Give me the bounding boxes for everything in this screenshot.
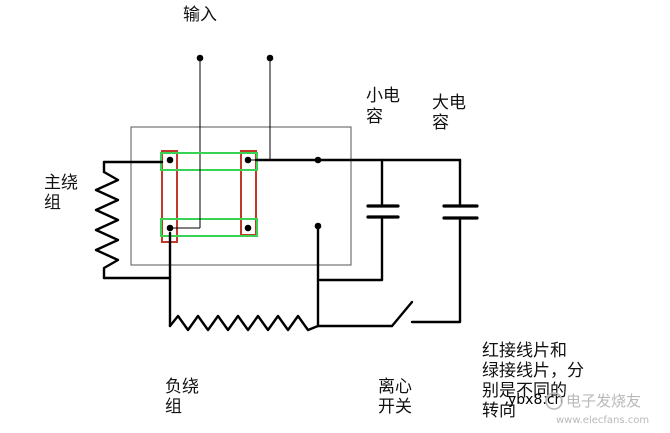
input-leads: [196, 54, 274, 160]
input-label: 输入: [183, 5, 217, 25]
main-winding-label-line1: 主绕: [44, 173, 78, 193]
brand-watermark: 电子发烧友 www.elecfans.com: [545, 392, 649, 426]
brand-url: www.elecfans.com: [556, 415, 649, 426]
site-watermark: ybx8.cn: [508, 392, 563, 408]
main-winding: [94, 160, 172, 280]
aux-winding-label-line1: 负绕: [165, 377, 199, 397]
note-line1: 红接线片和: [482, 341, 567, 361]
note-line3: 别是不同的: [482, 381, 567, 401]
note-line4: 转向: [482, 401, 516, 421]
aux-winding-label-line2: 组: [165, 397, 182, 417]
small-capacitor: [318, 158, 400, 282]
note-line2: 绿接线片，分: [482, 361, 584, 381]
large-cap-label-line1: 大电: [432, 93, 466, 113]
small-cap-label-line1: 小电: [366, 86, 400, 106]
main-winding-label-line2: 组: [44, 193, 61, 213]
small-cap-label-line2: 容: [366, 107, 383, 127]
terminal-box: [130, 126, 352, 266]
terminal-dots: [166, 156, 322, 232]
large-cap-label-line2: 容: [432, 113, 449, 133]
switch-label-line2: 开关: [378, 397, 412, 417]
brand-text: 电子发烧友: [566, 392, 641, 410]
green-terminal-strips: [160, 152, 258, 237]
centrifugal-switch: [316, 224, 414, 328]
switch-label-line1: 离心: [378, 377, 412, 397]
large-capacitor: [410, 158, 479, 324]
aux-winding: [168, 276, 320, 332]
